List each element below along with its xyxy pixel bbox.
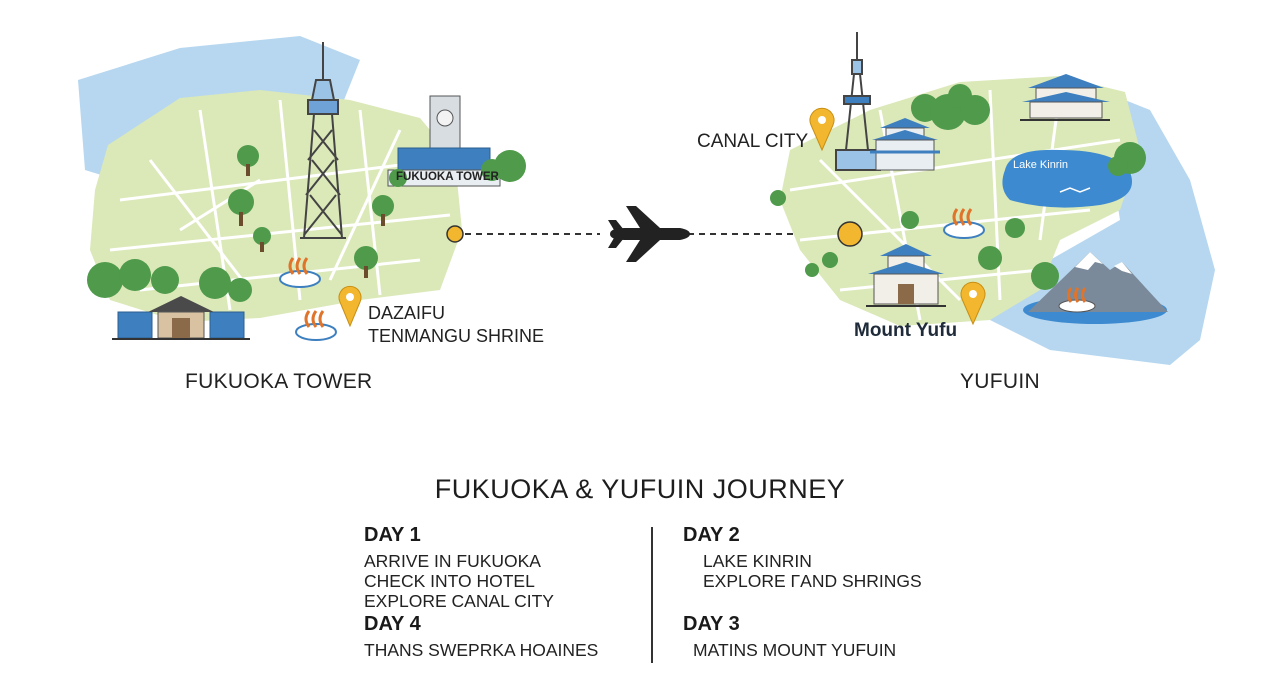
right-trees <box>770 84 1146 290</box>
day-3-block: DAY 3 MATINS MOUNT YUFUIN <box>683 613 896 660</box>
day-1-block: DAY 1 ARRIVE IN FUKUOKA CHECK INTO HOTEL… <box>364 524 554 611</box>
day-2-block: DAY 2 LAKE KINRIN EXPLORE ΓAND SHRINGS <box>683 524 922 591</box>
fukuoka-building <box>387 95 501 187</box>
right-castle <box>870 118 940 171</box>
day-2-line: EXPLORE ΓAND SHRINGS <box>703 571 922 591</box>
left-trees <box>87 145 526 302</box>
day-1-line: CHECK INTO HOTEL <box>364 571 535 591</box>
day-1-line: ARRIVE IN FUKUOKA <box>364 551 541 571</box>
right-route-dot <box>837 221 863 247</box>
airplane-icon <box>608 206 690 262</box>
central-temple <box>866 244 946 307</box>
dazaifu-label: DAZAIFU TENMANGU SHRINE <box>368 302 544 348</box>
left-map <box>78 36 526 341</box>
fukuoka-tower <box>300 42 346 239</box>
mount-yufu-illustration <box>1023 252 1168 324</box>
day-2-line: LAKE KINRIN <box>703 551 812 571</box>
top-right-temple <box>1020 74 1110 121</box>
day-1-line: EXPLORE CANAL CITY <box>364 591 554 611</box>
building-sign-label: FUKUOKA TOWER <box>396 171 499 183</box>
map-illustration <box>78 32 1215 365</box>
canal-city-label: CANAL CITY <box>697 131 809 152</box>
left-onsen-icons <box>279 257 337 341</box>
right-region-label: YUFUIN <box>960 370 1040 393</box>
lake-kinrin-label: Lake Kinrin <box>1013 159 1069 171</box>
right-map <box>770 32 1215 365</box>
canal-city-tower <box>835 32 881 171</box>
canal-city-pin <box>809 107 835 152</box>
day-3-heading: DAY 3 <box>683 613 740 635</box>
right-onsen-icon <box>943 208 985 239</box>
day-1-heading: DAY 1 <box>364 524 421 546</box>
day-4-block: DAY 4 THANS ЅWEPRKA HOAINES <box>364 613 598 660</box>
journey-title: FUKUOKA & YUFUIN JOURNEY <box>434 474 846 504</box>
mount-yufu-label: Mount Yufu <box>854 320 958 341</box>
dazaifu-label-line2: TENMANGU SHRINE <box>368 326 545 346</box>
left-shrine <box>112 296 250 340</box>
flight-route <box>465 206 838 262</box>
day-3-line: MATINS MOUNT YUFUIN <box>693 640 897 660</box>
lake-kinrin <box>1002 149 1132 208</box>
mount-yufu-pin <box>960 281 986 326</box>
dazaifu-label-line1: DAZAIFU <box>368 303 446 323</box>
itinerary-divider <box>651 527 653 663</box>
day-4-line: THANS ЅWEPRKA HOAINES <box>364 640 599 660</box>
day-2-heading: DAY 2 <box>683 524 740 546</box>
left-route-dot <box>446 225 464 243</box>
day-4-heading: DAY 4 <box>364 613 421 635</box>
left-land <box>90 90 462 322</box>
dazaifu-pin <box>338 285 362 328</box>
left-region-label: FUKUOKA TOWER <box>185 370 373 393</box>
